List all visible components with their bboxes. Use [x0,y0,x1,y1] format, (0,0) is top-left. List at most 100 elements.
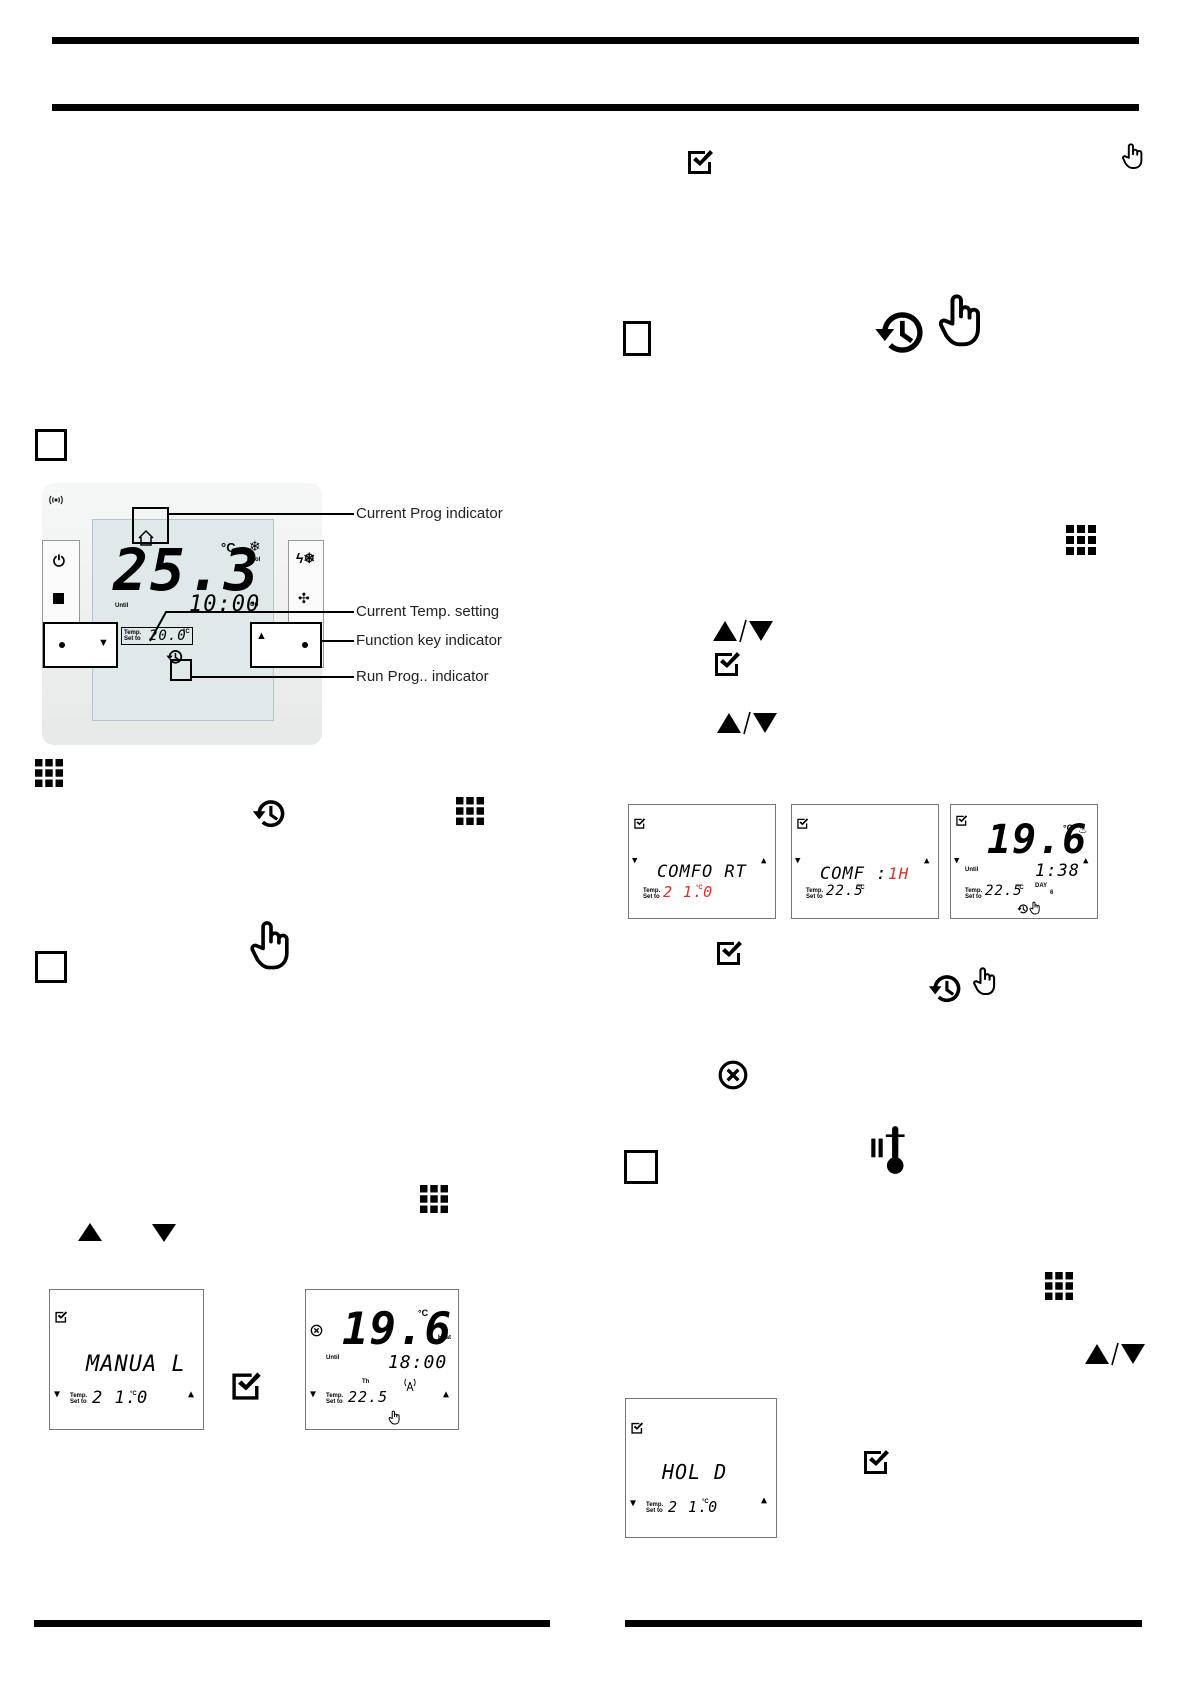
temp-label: Temp. [326,1393,344,1399]
hand-pointer-icon [972,966,998,996]
set-temp: 22.5 [826,883,864,899]
stop-button[interactable] [53,593,64,604]
day-value: 6 [1050,890,1054,896]
flame-icon: ♨ [1079,822,1087,837]
thermostat-device: ⏻ ϟ❄ ✣ 25.3 °C ❄ Cool Until 10:00 On Tem… [42,483,324,745]
header-rule [52,104,1139,111]
footer-rule-left [34,1620,550,1627]
set-to-label: Set to [646,1508,663,1514]
up-arrow: ▲ [1083,856,1089,866]
history-icon [874,306,928,360]
thermometer-hold-icon [868,1124,912,1176]
right-function-box: ▲ [250,622,322,668]
set-temp: 2 1.0 [92,1388,149,1408]
up-down-arrows-icon [716,711,778,735]
lcd-comf-1h: ▼ COMF : 1H ▲ Temp. Set to 22.5 °C [791,804,939,919]
hand-pointer-icon [936,292,986,348]
cancel-icon [310,1324,323,1337]
lcd-hold: HOL D ▼ Temp. Set to 2 1.0 °C ▲ [625,1398,777,1538]
callout-lines [149,513,354,678]
left-function-box: ▼ [43,622,118,668]
up-arrow: ▲ [188,1389,195,1400]
set-unit: °C [1017,885,1024,891]
lcd-until: Until [326,1355,340,1361]
history-icon [928,971,964,1007]
lcd-manual-result: 19.6 °C Heat Until 18:00 Th ▼ Temp. Set … [305,1289,459,1430]
menu-grid-icon [35,759,63,787]
label-current-temp: Current Temp. setting [356,603,500,620]
up-arrow: ▲ [761,856,767,866]
until-text: Until [115,603,129,609]
menu-grid-icon [1066,525,1096,555]
home-icon [137,529,155,547]
up-arrow-button[interactable]: ▲ [256,630,267,642]
up-down-arrows-icon [712,619,774,643]
up-arrow: ▲ [924,856,930,866]
day-label: DAY [1035,883,1048,889]
set-to-label: Set to [965,894,982,900]
set-unit: °C [130,1391,137,1397]
lcd-duration: 1H [888,864,910,883]
up-arrow-icon [78,1223,102,1241]
history-icon [252,796,288,832]
temp-label: Temp. [70,1393,88,1399]
set-temp: 22.5 [348,1388,389,1406]
check-icon [796,817,809,830]
lcd-mode: Heat [438,1335,452,1341]
hand-pointer-icon [1029,901,1041,915]
mode-icon[interactable]: ϟ❄ [296,550,316,566]
label-run-prog: Run Prog.. indicator [356,668,489,685]
set-to-label: Set to [326,1399,343,1405]
check-icon [685,147,715,177]
left-dot-button[interactable] [59,642,65,648]
down-arrow: ▼ [630,1498,637,1509]
down-arrow: ▼ [632,856,638,866]
section-checkbox [35,951,67,983]
up-arrow: ▲ [761,1495,768,1506]
check-icon [955,814,968,827]
menu-grid-icon [1045,1272,1073,1300]
set-temp: 2 1.0 [668,1498,719,1516]
right-dot-button[interactable] [302,642,308,648]
footer-rule-right [625,1620,1142,1627]
history-icon [1017,903,1029,915]
current-temperature: 25.3 [113,536,261,604]
current-prog-box [132,507,169,544]
check-icon [861,1447,891,1477]
lcd-unit: °C [418,1308,429,1318]
set-unit: °C [702,1499,709,1505]
down-arrow: ▼ [954,856,960,866]
antenna-icon [404,1378,416,1392]
up-down-arrows-icon [1084,1342,1146,1366]
set-to-label: Set to [124,636,141,642]
mode-text: Cool [247,557,261,563]
hand-pointer-icon [248,919,294,971]
check-icon [630,1421,644,1435]
lcd-day: Th [362,1379,370,1385]
down-arrow: ▼ [795,856,801,866]
lcd-text: COMFO RT [657,862,747,882]
section-checkbox [624,1150,658,1184]
menu-grid-icon [420,1185,448,1213]
power-icon[interactable]: ⏻ [53,553,65,570]
lcd-text: MANUA L [86,1352,186,1377]
lcd-time: 1:38 [1035,861,1080,881]
down-arrow: ▼ [310,1389,317,1400]
section-checkbox [35,429,67,461]
lcd-temperature: 19.6 [342,1304,452,1355]
fan-icon[interactable]: ✣ [298,590,310,606]
temp-label: Temp. [643,888,661,894]
temp-label: Temp. [646,1502,664,1508]
down-arrow-button[interactable]: ▼ [98,637,109,649]
section-checkbox [623,321,651,356]
top-rule [52,37,1139,44]
check-icon [54,1310,68,1324]
temp-label: Temp. [806,888,824,894]
device-lcd: 25.3 °C ❄ Cool Until 10:00 On Temp. Set … [92,519,274,721]
temp-label: Temp. [965,888,983,894]
down-arrow: ▼ [54,1389,61,1400]
set-to-label: Set to [806,894,823,900]
snowflake-icon: ❄ [249,538,261,554]
up-arrow: ▲ [443,1389,450,1400]
down-arrow-icon [152,1224,176,1242]
